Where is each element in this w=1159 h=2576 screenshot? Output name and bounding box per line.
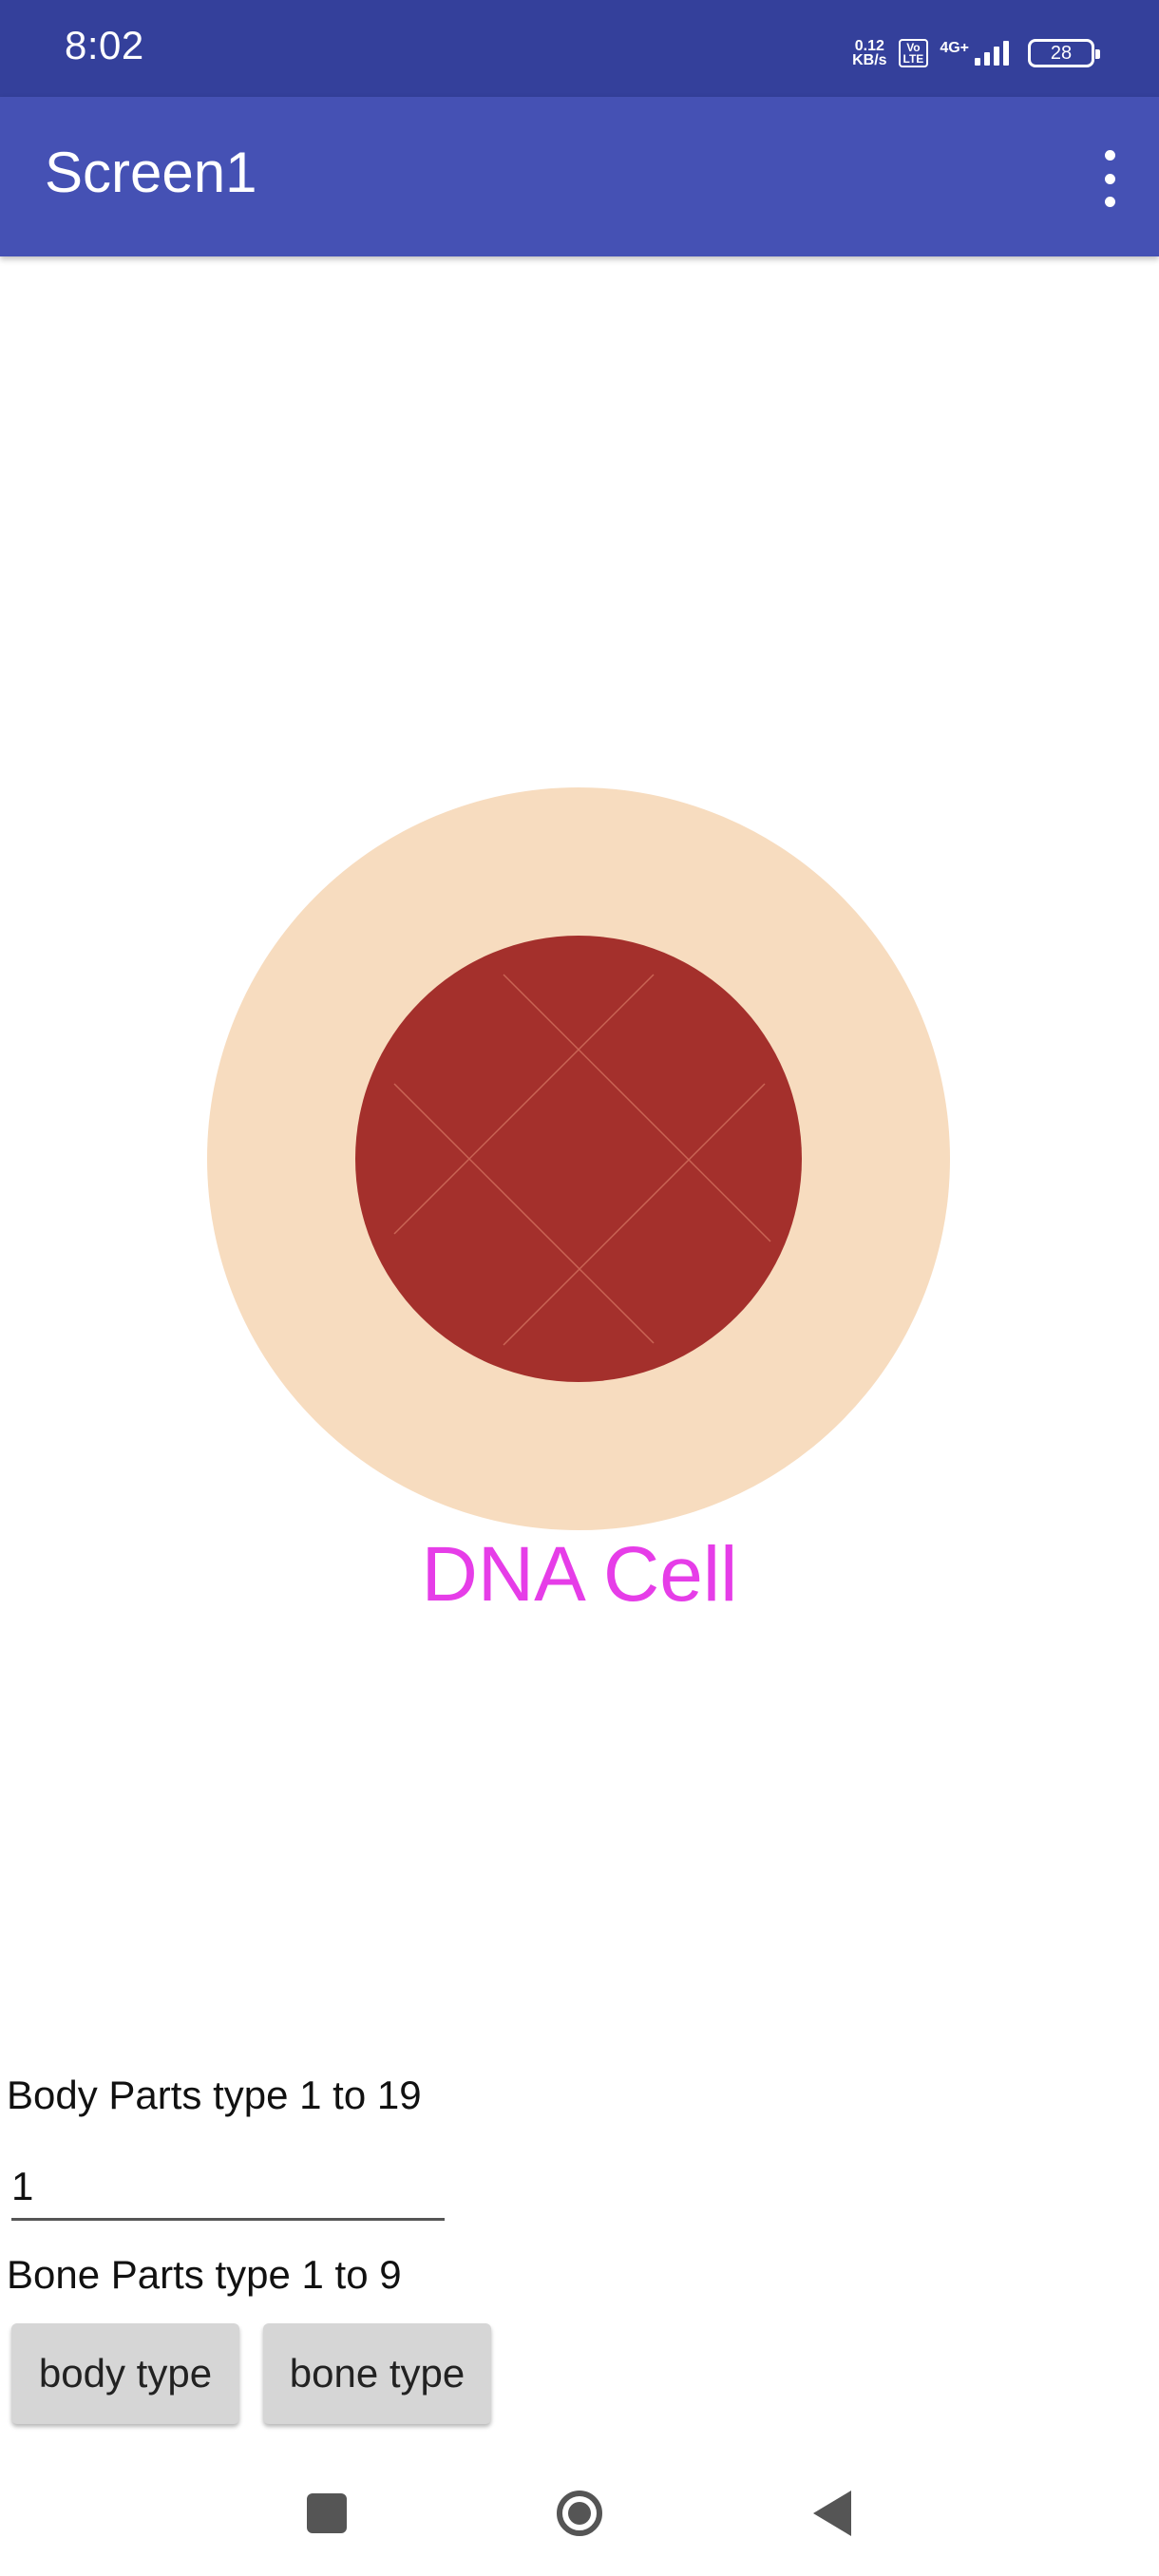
cell-caption: DNA Cell <box>421 1531 738 1618</box>
network-type: 4G+ <box>940 40 969 56</box>
status-indicators: 0.12 KB/s Vo LTE 4G+ 28 <box>852 36 1100 70</box>
signal-bar <box>984 52 990 66</box>
bone-type-button[interactable]: bone type <box>263 2323 491 2424</box>
body-type-button[interactable]: body type <box>11 2323 239 2424</box>
bone-parts-label: Bone Parts type 1 to 9 <box>7 2252 402 2297</box>
signal-bar <box>975 58 980 66</box>
network-speed-value: 0.12 <box>854 38 884 54</box>
status-time: 8:02 <box>65 23 144 67</box>
network-speed: 0.12 KB/s <box>852 38 887 68</box>
volte-icon: Vo LTE <box>898 39 929 67</box>
cell-line <box>393 1083 655 1344</box>
circle-home-icon <box>557 2491 602 2536</box>
home-icon-inner <box>568 2502 591 2525</box>
signal-bar <box>994 47 999 66</box>
dna-cell-graphic <box>207 787 950 1530</box>
menu-dot <box>1104 197 1115 207</box>
menu-dot <box>1104 150 1115 161</box>
app-bar: Screen1 <box>0 97 1159 256</box>
app-title: Screen1 <box>45 141 257 204</box>
cell-line <box>393 974 655 1235</box>
signal-bar <box>1003 41 1009 66</box>
body-parts-label: Body Parts type 1 to 19 <box>7 2073 422 2117</box>
signal-icon: 4G+ <box>940 41 1009 66</box>
body-type-input[interactable] <box>11 2156 445 2221</box>
cell-line <box>503 974 771 1242</box>
menu-dot <box>1104 173 1115 184</box>
triangle-back-icon <box>813 2491 851 2536</box>
navigation-bar <box>0 2451 1159 2576</box>
battery-icon: 28 <box>1028 39 1100 67</box>
more-vert-icon[interactable] <box>1098 150 1121 207</box>
recents-button[interactable] <box>293 2479 361 2548</box>
battery-level: 28 <box>1050 43 1073 64</box>
home-button[interactable] <box>545 2479 614 2548</box>
network-speed-unit: KB/s <box>852 52 887 68</box>
cell-line <box>503 1083 766 1346</box>
square-icon <box>307 2493 347 2533</box>
back-button[interactable] <box>798 2479 866 2548</box>
volte-bottom-text: LTE <box>902 52 924 66</box>
volte-top-text: Vo <box>906 41 921 54</box>
cell-cross-lines <box>393 974 771 1346</box>
cell-nucleus-circle <box>355 936 802 1382</box>
status-bar: 8:02 0.12 KB/s Vo LTE 4G+ 28 <box>0 0 1159 97</box>
